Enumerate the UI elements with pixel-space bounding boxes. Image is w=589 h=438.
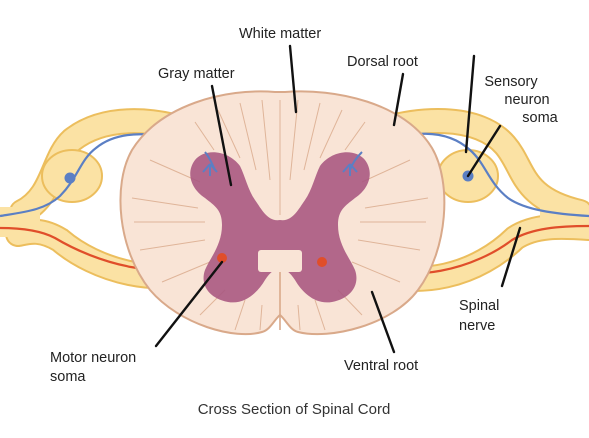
label-spinal-nerve-1: Spinal: [459, 298, 499, 314]
label-dorsal-root: Dorsal root: [347, 54, 418, 70]
label-gray-matter: Gray matter: [158, 66, 235, 82]
label-spinal-nerve-2: nerve: [459, 318, 495, 334]
leader-dorsal-root: [392, 72, 405, 127]
labels: White matter Gray matter Dorsal root Sen…: [50, 26, 559, 385]
leader-lines: [154, 44, 522, 354]
left-synapse-icon: [202, 163, 218, 176]
label-ventral-root: Ventral root: [344, 358, 418, 374]
left-sensory-soma: [64, 172, 76, 184]
leader-dorsal-root-upper: [464, 54, 476, 154]
spinal-cord: [119, 90, 446, 336]
label-sensory-soma-3: soma: [522, 110, 558, 126]
right-synapse-icon: [342, 163, 358, 176]
central-region: [258, 250, 302, 272]
leader-motor-soma: [154, 260, 224, 348]
label-sensory-soma-1: Sensory: [484, 74, 538, 90]
diagram-caption: Cross Section of Spinal Cord: [198, 401, 391, 418]
white-matter-region: [119, 90, 446, 336]
left-motor-soma: [217, 253, 227, 263]
leader-white-matter: [288, 44, 298, 114]
leader-sensory-soma: [466, 124, 502, 178]
label-motor-soma-2: soma: [50, 369, 86, 385]
leader-gray-matter: [210, 84, 233, 187]
label-motor-soma-1: Motor neuron: [50, 350, 136, 366]
label-sensory-soma-2: neuron: [504, 92, 549, 108]
leader-ventral-root: [370, 290, 396, 354]
leader-spinal-nerve: [500, 226, 522, 288]
label-white-matter: White matter: [239, 26, 321, 42]
right-motor-soma: [317, 257, 327, 267]
